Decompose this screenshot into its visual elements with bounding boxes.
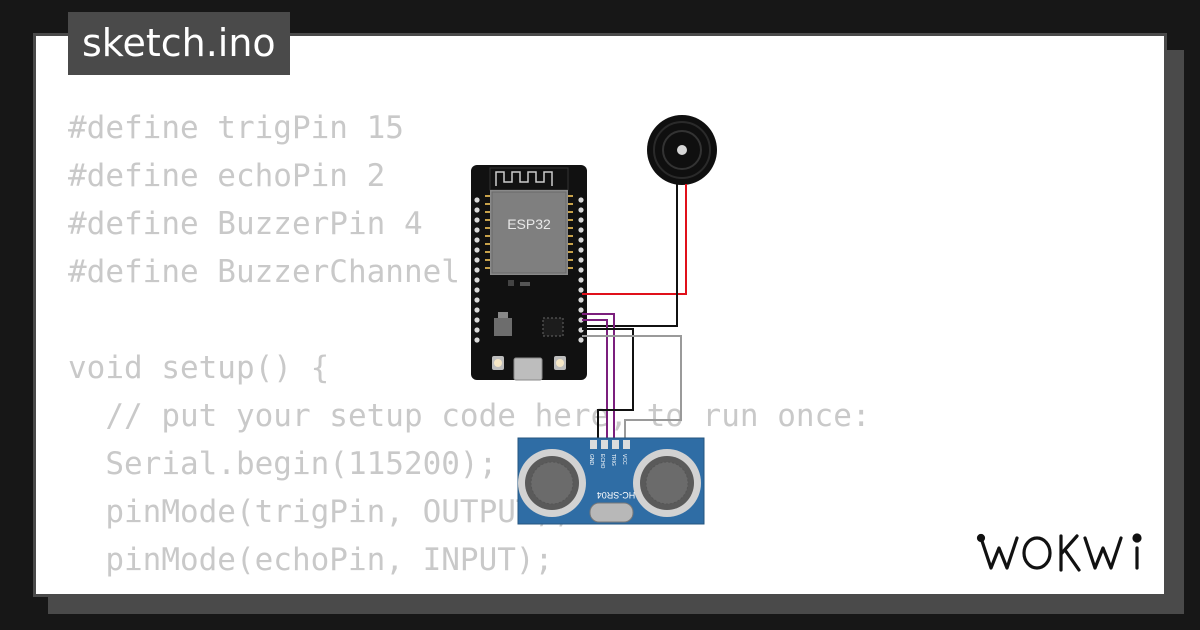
- code-line: #define trigPin 15: [68, 110, 404, 146]
- svg-text:GND: GND: [588, 454, 594, 466]
- code-line: #define BuzzerChannel: [68, 254, 460, 290]
- wire-black-buzzer: [582, 184, 678, 327]
- wokwi-logo: [976, 533, 1142, 572]
- wire-purple-echo: [582, 319, 608, 444]
- wire-red: [582, 184, 687, 295]
- esp32-board[interactable]: ESP32: [471, 165, 587, 381]
- svg-text:TRIG: TRIG: [610, 454, 616, 466]
- buzzer[interactable]: [647, 115, 717, 185]
- wire-purple-trig: [582, 313, 615, 444]
- code-line: pinMode(echoPin, INPUT);: [68, 542, 554, 578]
- sensor-model-label: HC-SR04: [597, 490, 636, 500]
- code-snippet: #define trigPin 15 #define echoPin 2 #defi…: [68, 104, 871, 584]
- sensor-pin-labels: VCC TRIG ECHO GND: [588, 454, 627, 469]
- code-line: // put your setup code here, to run once…: [68, 398, 871, 434]
- file-tab[interactable]: sketch.ino: [68, 12, 290, 75]
- esp32-right-pins: [578, 197, 584, 343]
- code-line: #define BuzzerPin 4: [68, 206, 423, 242]
- wire-gray-vcc: [582, 335, 682, 444]
- ultrasonic-sensor[interactable]: HC-SR04 VCC TRIG ECHO GND: [517, 437, 705, 525]
- code-line: void setup() {: [68, 350, 330, 386]
- svg-text:ECHO: ECHO: [599, 454, 605, 469]
- wires: [582, 184, 687, 444]
- svg-text:VCC: VCC: [621, 454, 627, 465]
- code-line: #define echoPin 2: [68, 158, 386, 194]
- wire-black-gnd: [582, 328, 634, 444]
- code-line: Serial.begin(115200);: [68, 446, 498, 482]
- esp32-left-pins: [474, 197, 480, 343]
- esp32-label: ESP32: [507, 216, 551, 232]
